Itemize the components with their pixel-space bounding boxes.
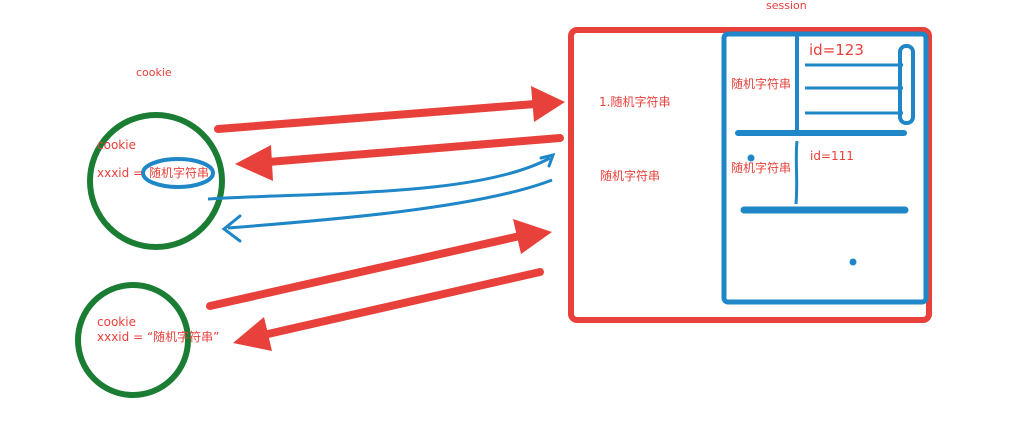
cookie-circle-top [87, 112, 225, 250]
cookie-title: cookie [136, 66, 172, 79]
session-key-1: 随机字符串 [731, 77, 792, 91]
cookie1-value: 随机字符串 [149, 166, 210, 180]
id-value-1: id=123 [809, 41, 864, 59]
server-entry-1: 1.随机字符串 [599, 95, 671, 109]
cookie1-name: cookie [97, 138, 136, 152]
dot-1 [747, 154, 755, 162]
blue-curve-up-head [539, 152, 556, 168]
cookie2-line: xxxid = “随机字符串” [97, 330, 220, 344]
dot-2 [849, 258, 857, 266]
arrow-response-bottom [233, 268, 544, 351]
session-key-2: 随机字符串 [731, 161, 792, 175]
cookie-circle-bottom [75, 282, 191, 398]
session-box [568, 27, 932, 323]
cookie-value-highlight [141, 157, 215, 189]
store-divider-vertical-2 [794, 140, 799, 205]
scrollbar [898, 44, 915, 125]
blue-curve-up [207, 156, 551, 201]
arrow-response-top [235, 134, 564, 181]
arrow-request-top [214, 86, 565, 133]
cookie1-key: xxxid = [97, 166, 144, 180]
id-value-2: id=111 [810, 149, 854, 163]
blue-curve-back-head [221, 214, 242, 243]
session-store-box [721, 31, 929, 305]
session-title: session [766, 0, 807, 12]
server-entry-2: 随机字符串 [600, 169, 661, 183]
cookie2-name: cookie [97, 315, 136, 329]
blue-curve-back [227, 178, 553, 230]
arrow-request-bottom [206, 219, 552, 310]
